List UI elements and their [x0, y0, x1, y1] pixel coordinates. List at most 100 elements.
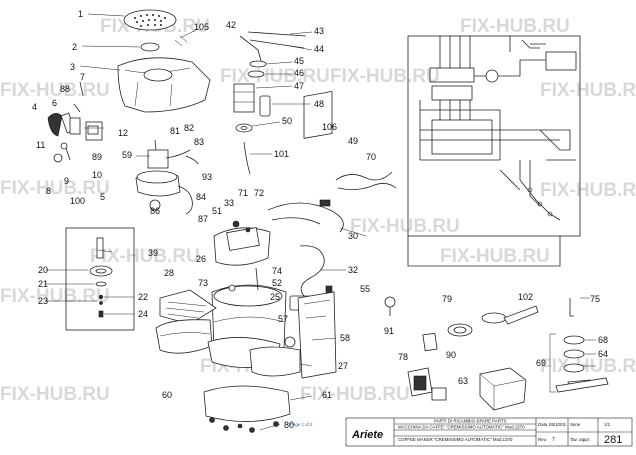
watermark: FIX-HUB.RU	[0, 286, 110, 307]
part-label: 91	[384, 326, 394, 336]
part-label: 101	[274, 149, 289, 159]
watermark: FIX-HUB.RU	[540, 180, 636, 201]
part-label: 45	[294, 56, 304, 66]
drip-grid	[159, 289, 217, 325]
part-label: 84	[196, 192, 206, 202]
part-label: 61	[322, 390, 332, 400]
part-label: 60	[162, 390, 172, 400]
part-label: 47	[294, 81, 304, 91]
part-label: 69	[536, 358, 546, 368]
base-plate-group	[203, 385, 291, 433]
part-label: 20	[38, 265, 48, 275]
part-label: 68	[598, 335, 608, 345]
serie-value: 1/1	[604, 422, 611, 427]
part-label: 93	[202, 172, 212, 182]
brand-logo: Ariete	[351, 429, 383, 441]
watermark: FIX-HUB.RU	[0, 178, 110, 199]
part-label: 44	[314, 44, 324, 54]
solenoid-valve	[233, 83, 255, 113]
part-label: 49	[348, 136, 358, 146]
part-label: 71	[238, 188, 248, 198]
drip-tray	[155, 319, 213, 354]
part-label: 5	[100, 192, 105, 202]
harness-group	[267, 90, 397, 297]
part-label: 88	[60, 84, 70, 94]
accessories-group	[384, 296, 609, 411]
part-label: 102	[518, 292, 533, 302]
part-label: 80	[284, 420, 294, 430]
lever-part	[47, 113, 63, 137]
part-label: 73	[198, 278, 208, 288]
part-label: 42	[226, 20, 236, 30]
part-label: 1	[78, 9, 83, 19]
water-tank	[297, 291, 337, 379]
part-label: 24	[138, 309, 148, 319]
part-label: 82	[184, 123, 194, 133]
data-label: Data	[538, 422, 548, 427]
wiring-diagram	[407, 35, 581, 267]
part-label: 72	[254, 188, 264, 198]
title-block: Ariete PARTI DI RICAMBIO-SPARE PARTS MAC…	[290, 417, 633, 447]
part-label: 57	[278, 314, 288, 324]
part-label: 51	[212, 206, 222, 216]
part-label: 52	[272, 278, 282, 288]
part-label: 83	[194, 137, 204, 147]
drip-tray-group	[155, 289, 281, 368]
part-label: 50	[282, 116, 292, 126]
title-line-1: PARTI DI RICAMBIO-SPARE PARTS	[434, 419, 507, 424]
shower-screw	[140, 42, 160, 52]
pump-group	[135, 139, 199, 215]
part-label: 48	[314, 99, 324, 109]
part-label: 87	[198, 214, 208, 224]
part-label: 21	[38, 279, 48, 289]
tav-value: 281	[604, 434, 622, 446]
part-label: 100	[70, 196, 85, 206]
page-indicator: Page 1 of 2	[290, 422, 313, 427]
watermark: FIX-HUB.RU	[300, 384, 410, 405]
packaging-box	[479, 367, 527, 411]
upper-housing	[117, 57, 211, 113]
watermark: FIX-HUB.RU	[220, 66, 330, 87]
watermark: FIX-HUB.RU	[0, 80, 110, 101]
title-line-3: COFFEE MAKER "CREMISSIMO AUTOMATIC" Mod.…	[398, 437, 513, 442]
part-label: 12	[118, 128, 128, 138]
watermark: FIX-HUB.RU	[90, 246, 200, 267]
part-label: 33	[224, 198, 234, 208]
part-label: 27	[338, 361, 348, 371]
part-label: 10	[92, 170, 102, 180]
part-label: 86	[150, 206, 160, 216]
watermark: FIX-HUB.RU	[0, 384, 110, 405]
part-label: 3	[70, 62, 75, 72]
part-label: 46	[294, 68, 304, 78]
part-label: 7	[80, 72, 85, 82]
part-label: 79	[442, 294, 452, 304]
part-label: 23	[38, 296, 48, 306]
part-label: 78	[398, 352, 408, 362]
leader-lines	[46, 13, 596, 431]
part-label: 8	[46, 186, 51, 196]
part-label: 75	[590, 294, 600, 304]
watermark: FIX-HUB.RU	[460, 16, 570, 37]
group-head-box	[65, 227, 135, 331]
part-label: 2	[72, 42, 77, 52]
part-label: 25	[270, 292, 280, 302]
part-label: 26	[196, 254, 206, 264]
part-label: 90	[446, 350, 456, 360]
watermark: FIX-HUB.RU	[350, 216, 460, 237]
pump-motor	[147, 149, 169, 169]
part-label: 74	[272, 266, 282, 276]
part-label: 30	[348, 231, 358, 241]
watermark: FIX-HUB.RU	[540, 80, 636, 101]
part-label: 81	[170, 126, 180, 136]
watermark: FIX-HUB.RU	[330, 66, 440, 87]
serie-label: Serie	[570, 422, 581, 427]
part-label: 58	[340, 333, 350, 343]
rev-label: Rev.	[538, 437, 547, 442]
control-board	[303, 90, 333, 139]
part-label: 9	[64, 176, 69, 186]
part-label: 59	[122, 150, 132, 160]
watermark-group: FIX-HUB.RU FIX-HUB.RU FIX-HUB.RU FIX-HUB…	[0, 16, 636, 405]
part-label: 11	[36, 140, 45, 150]
